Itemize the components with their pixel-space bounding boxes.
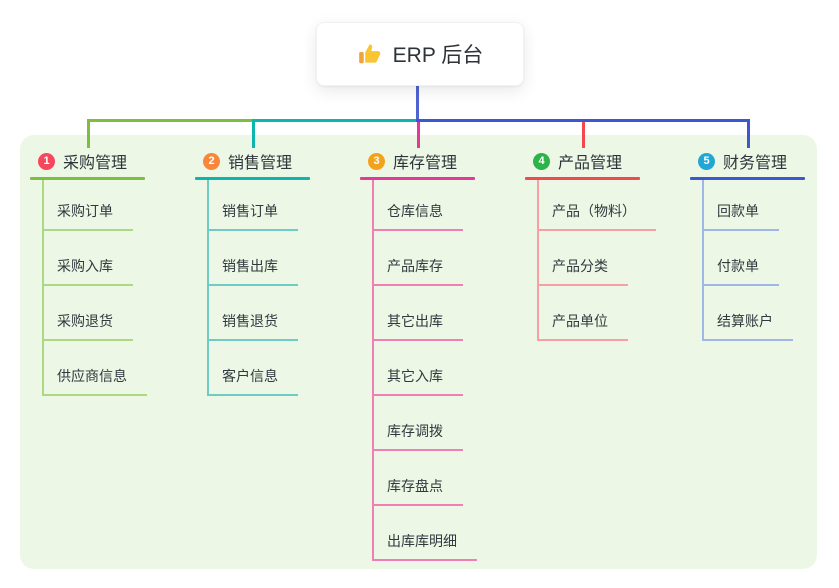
child-topic: 出库库明细 [374, 506, 477, 561]
branch-drop-line [582, 122, 585, 148]
child-topic: 产品库存 [374, 231, 463, 286]
child-topic: 回款单 [704, 180, 779, 231]
branch-label: 采购管理 [63, 155, 128, 172]
branch: 5 财务管理 回款单 付款单 结算账户 [690, 148, 805, 341]
branch-header: 1 采购管理 [30, 148, 147, 174]
child-topic-label: 其它入库 [387, 368, 443, 384]
child-topic-label: 产品单位 [552, 313, 608, 329]
branch-underline [525, 177, 640, 180]
branch-label: 财务管理 [723, 155, 788, 172]
branch-header: 4 产品管理 [525, 148, 656, 174]
child-topic: 采购退货 [44, 286, 133, 341]
child-topic: 供应商信息 [44, 341, 147, 396]
child-topic-label: 采购退货 [57, 313, 113, 329]
branch: 3 库存管理 仓库信息 产品库存 其它出库 其它入库 库存调拨 库存盘点 出库库… [360, 148, 477, 561]
branch-header: 5 财务管理 [690, 148, 805, 174]
thumbs-up-icon [357, 41, 383, 67]
branch-children: 产品（物料） 产品分类 产品单位 [537, 180, 656, 341]
child-topic: 产品分类 [539, 231, 628, 286]
child-topic: 采购入库 [44, 231, 133, 286]
bus-segment-line [87, 119, 255, 122]
child-topic: 产品单位 [539, 286, 628, 341]
child-topic: 付款单 [704, 231, 779, 286]
branch-drop-line [252, 122, 255, 148]
branch: 1 采购管理 采购订单 采购入库 采购退货 供应商信息 [30, 148, 147, 396]
branch-underline [690, 177, 805, 180]
child-topic-label: 回款单 [717, 203, 759, 219]
child-topic-label: 产品库存 [387, 258, 443, 274]
child-topic: 销售退货 [209, 286, 298, 341]
branch-underline [195, 177, 310, 180]
branch-children: 销售订单 销售出库 销售退货 客户信息 [207, 180, 310, 396]
child-topic-label: 客户信息 [222, 368, 278, 384]
child-topic-label: 采购订单 [57, 203, 113, 219]
branch-number-badge: 5 [698, 152, 715, 170]
child-topic-label: 销售退货 [222, 313, 278, 329]
child-topic: 销售出库 [209, 231, 298, 286]
branch: 2 销售管理 销售订单 销售出库 销售退货 客户信息 [195, 148, 310, 396]
branch-number-badge: 4 [533, 152, 550, 170]
branch-underline [30, 177, 145, 180]
child-topic-label: 付款单 [717, 258, 759, 274]
child-topic-label: 仓库信息 [387, 203, 443, 219]
child-topic-label: 采购入库 [57, 258, 113, 274]
branches-panel [20, 135, 817, 569]
child-topic: 其它出库 [374, 286, 463, 341]
branch-label: 库存管理 [393, 155, 458, 172]
child-topic-label: 产品分类 [552, 258, 608, 274]
child-topic-label: 结算账户 [717, 313, 773, 329]
child-topic: 库存盘点 [374, 451, 463, 506]
child-topic: 库存调拨 [374, 396, 463, 451]
child-topic-label: 库存盘点 [387, 478, 443, 494]
child-topic: 产品（物料） [539, 180, 656, 231]
bus-segment-line [416, 119, 750, 122]
bus-segment-line [252, 119, 419, 122]
child-topic-label: 库存调拨 [387, 423, 443, 439]
child-topic: 客户信息 [209, 341, 298, 396]
child-topic-label: 出库库明细 [387, 533, 457, 549]
root-topic: ERP 后台 [316, 22, 524, 86]
child-topic: 仓库信息 [374, 180, 463, 231]
branch-number-badge: 1 [38, 152, 55, 170]
branch-children: 回款单 付款单 结算账户 [702, 180, 805, 341]
child-topic-label: 供应商信息 [57, 368, 127, 384]
child-topic-label: 其它出库 [387, 313, 443, 329]
branch-label: 产品管理 [558, 155, 623, 172]
branch-drop-line [417, 122, 420, 148]
branch: 4 产品管理 产品（物料） 产品分类 产品单位 [525, 148, 656, 341]
branch-children: 采购订单 采购入库 采购退货 供应商信息 [42, 180, 147, 396]
branch-header: 2 销售管理 [195, 148, 310, 174]
child-topic: 销售订单 [209, 180, 298, 231]
root-title: ERP 后台 [392, 44, 484, 67]
branch-underline [360, 177, 475, 180]
branch-number-badge: 2 [203, 152, 220, 170]
branch-children: 仓库信息 产品库存 其它出库 其它入库 库存调拨 库存盘点 出库库明细 [372, 180, 477, 561]
child-topic: 结算账户 [704, 286, 793, 341]
child-topic: 采购订单 [44, 180, 133, 231]
child-topic-label: 销售出库 [222, 258, 278, 274]
branch-number-badge: 3 [368, 152, 385, 170]
branch-drop-line [87, 122, 90, 148]
branch-label: 销售管理 [228, 155, 293, 172]
child-topic-label: 销售订单 [222, 203, 278, 219]
branch-drop-line [747, 122, 750, 148]
root-stem-line [416, 84, 419, 122]
child-topic-label: 产品（物料） [552, 203, 636, 219]
branch-header: 3 库存管理 [360, 148, 477, 174]
child-topic: 其它入库 [374, 341, 463, 396]
